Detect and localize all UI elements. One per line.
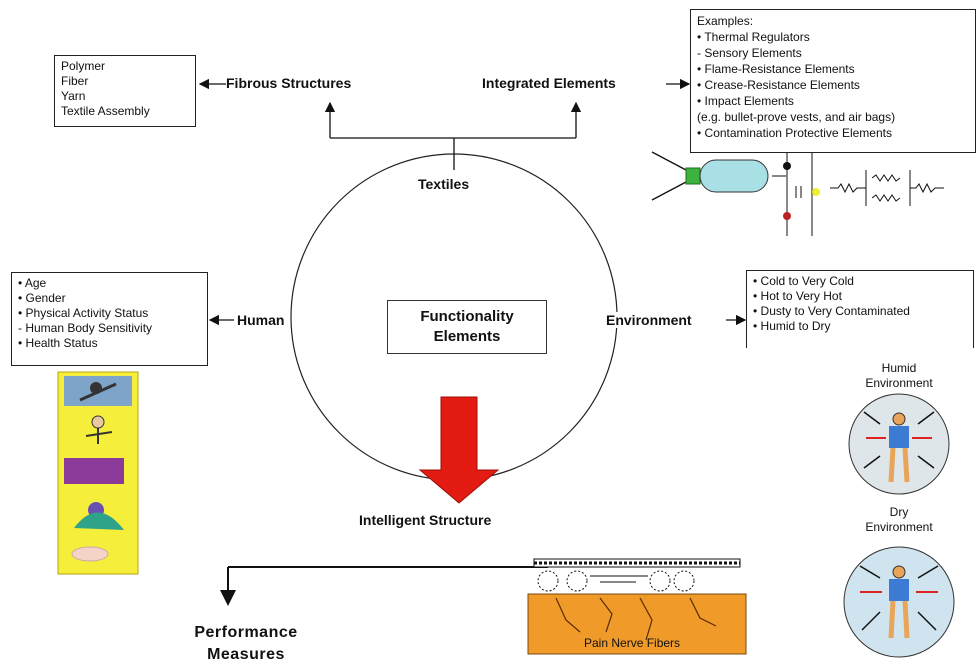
functionality-elements-box: Functionality Elements — [387, 300, 547, 354]
human-item: • Health Status — [18, 336, 98, 350]
examples-item: • Thermal Regulators — [697, 30, 810, 44]
human-label: Human — [237, 312, 285, 328]
examples-item: • Flame-Resistance Elements — [697, 62, 855, 76]
environment-item: • Hot to Very Hot — [753, 289, 842, 303]
human-item: • Physical Activity Status — [18, 306, 149, 320]
environment-item: • Cold to Very Cold — [753, 274, 854, 288]
human-item: • Gender — [18, 291, 66, 305]
fibrous-list-box: Polymer Fiber Yarn Textile Assembly — [54, 55, 196, 127]
human-list-box: • Age • Gender • Physical Activity Statu… — [11, 272, 208, 366]
fibrous-item: Textile Assembly — [61, 104, 150, 118]
dry-environment-figure — [843, 546, 955, 658]
human-activity-panel — [57, 371, 139, 575]
humid-line1: Humid — [881, 361, 917, 375]
fibrous-structures-label: Fibrous Structures — [226, 75, 352, 91]
examples-item: • Contamination Protective Elements — [697, 126, 892, 140]
human-item: • Age — [18, 276, 47, 290]
textiles-connector — [324, 101, 582, 170]
humid-environment-figure — [848, 393, 950, 495]
functionality-title-line2: Elements — [433, 328, 501, 345]
sensor-device-icon — [651, 151, 944, 236]
down-red-arrow — [418, 396, 500, 504]
environment-label: Environment — [606, 312, 692, 328]
performance-line1: Performance — [194, 624, 298, 641]
examples-item: - Sensory Elements — [697, 46, 802, 60]
human-item: - Human Body Sensitivity — [18, 321, 153, 335]
examples-heading: Examples: — [697, 14, 754, 28]
fibrous-item: Yarn — [61, 89, 86, 103]
examples-item: (e.g. bullet-prove vests, and air bags) — [697, 110, 896, 124]
performance-measures-label: Performance Measures — [166, 622, 326, 666]
humid-line2: Environment — [865, 376, 933, 390]
environment-item: • Dusty to Very Contaminated — [753, 304, 910, 318]
performance-connector — [220, 566, 548, 606]
functionality-title-line1: Functionality — [420, 308, 514, 325]
performance-line2: Measures — [207, 646, 285, 663]
pain-nerve-illustration — [527, 558, 747, 655]
examples-item: • Impact Elements — [697, 94, 794, 108]
examples-item: • Crease-Resistance Elements — [697, 78, 860, 92]
examples-box: Examples: • Thermal Regulators - Sensory… — [690, 9, 976, 153]
dry-environment-caption: Dry Environment — [854, 505, 944, 535]
fibrous-item: Polymer — [61, 59, 106, 73]
dry-line2: Environment — [865, 520, 933, 534]
dry-line1: Dry — [889, 505, 909, 519]
fibrous-item: Fiber — [61, 74, 89, 88]
integrated-elements-label: Integrated Elements — [482, 75, 616, 91]
pain-nerve-fibers-label: Pain Nerve Fibers — [584, 636, 681, 650]
environment-item: • Humid to Dry — [753, 319, 831, 333]
intelligent-structure-label: Intelligent Structure — [359, 512, 492, 528]
humid-environment-caption: Humid Environment — [854, 361, 944, 391]
environment-list-box: • Cold to Very Cold • Hot to Very Hot • … — [746, 270, 974, 348]
textiles-label: Textiles — [414, 176, 474, 192]
